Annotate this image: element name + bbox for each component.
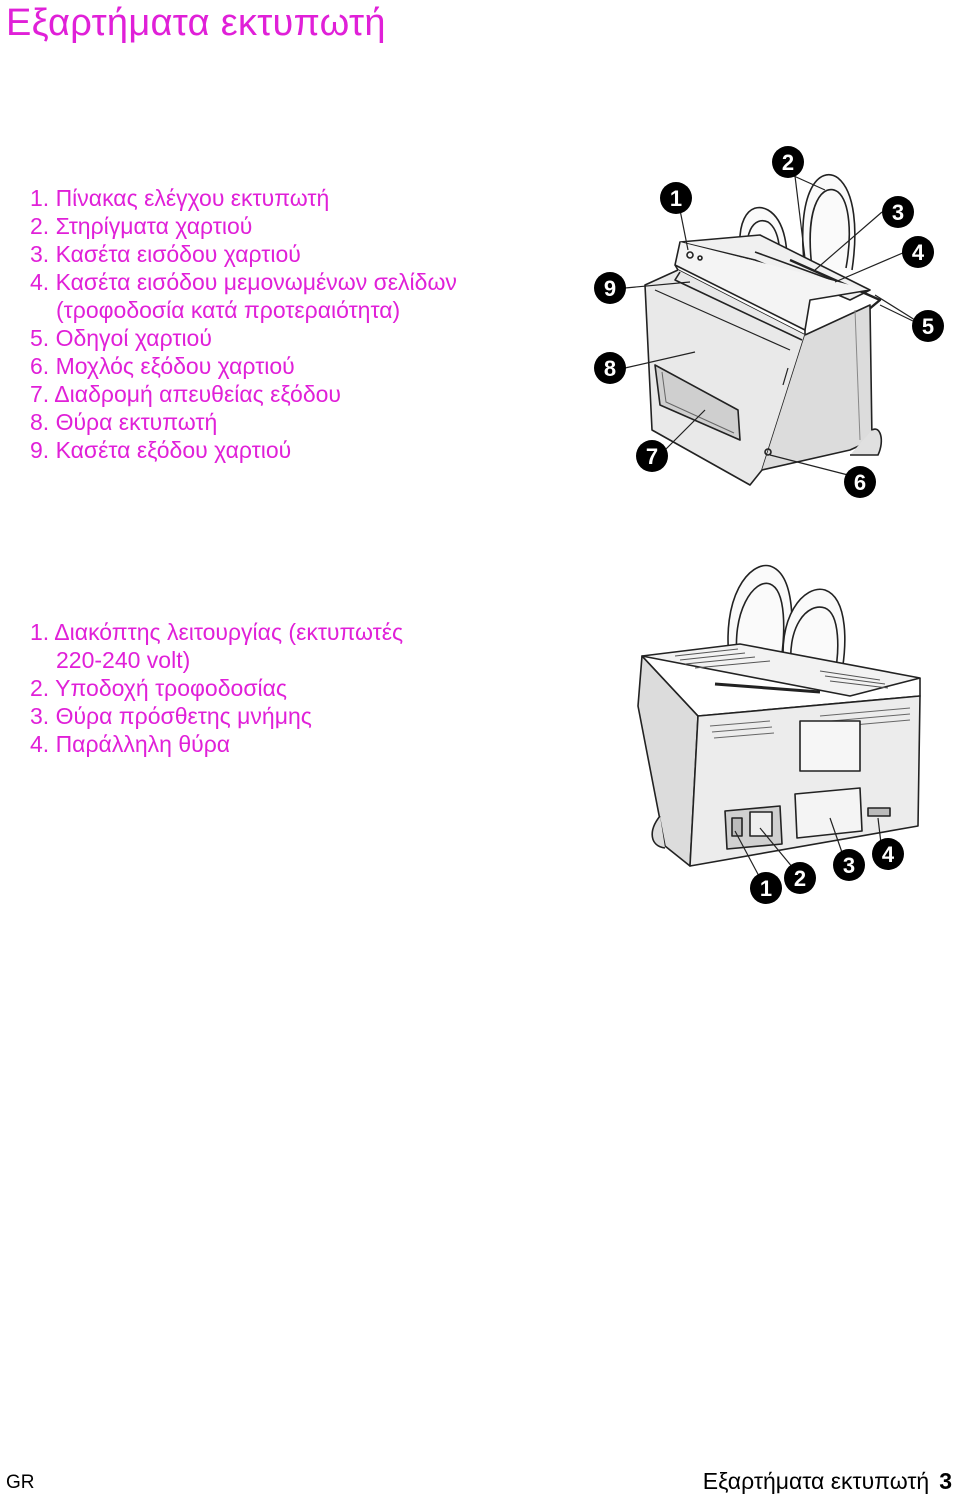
svg-text:5: 5 bbox=[922, 314, 934, 339]
list-item: 9. Κασέτα εξόδου χαρτιού bbox=[30, 437, 292, 463]
footer-section-title: Εξαρτήματα εκτυπωτή bbox=[702, 1468, 930, 1494]
callout-5: 5 bbox=[912, 310, 944, 342]
list-item: 4. Κασέτα εισόδου μεμονωμένων σελίδων bbox=[30, 269, 457, 295]
callout-1: 1 bbox=[660, 182, 692, 214]
svg-text:1: 1 bbox=[670, 186, 682, 211]
callout-2: 2 bbox=[772, 146, 804, 178]
callout-7: 7 bbox=[636, 440, 668, 472]
list-item: 220-240 volt) bbox=[56, 647, 191, 673]
list-item: 8. Θύρα εκτυπωτή bbox=[30, 409, 218, 435]
svg-text:1: 1 bbox=[760, 876, 772, 901]
svg-text:3: 3 bbox=[892, 200, 904, 225]
svg-text:3: 3 bbox=[843, 853, 855, 878]
svg-text:4: 4 bbox=[912, 240, 925, 265]
list-item: 7. Διαδρομή απευθείας εξόδου bbox=[30, 381, 342, 407]
list-item: 3. Θύρα πρόσθετης μνήμης bbox=[30, 703, 312, 729]
footer-section: Εξαρτήματα εκτυπωτή 3 bbox=[703, 1468, 952, 1495]
svg-text:7: 7 bbox=[646, 444, 658, 469]
svg-text:2: 2 bbox=[794, 866, 806, 891]
svg-text:9: 9 bbox=[604, 276, 616, 301]
page-title: Εξαρτήματα εκτυπωτή bbox=[6, 2, 386, 44]
list-item: 2. Στηρίγματα χαρτιού bbox=[30, 213, 253, 239]
page-number: 3 bbox=[939, 1468, 952, 1494]
svg-text:2: 2 bbox=[782, 150, 794, 175]
list-item: 2. Υποδοχή τροφοδοσίας bbox=[30, 675, 288, 701]
list-item: 1. Διακόπτης λειτουργίας (εκτυπωτές bbox=[30, 619, 404, 645]
footer-language: GR bbox=[6, 1472, 35, 1493]
list-item: 3. Κασέτα εισόδου χαρτιού bbox=[30, 241, 301, 267]
list-item: 4. Παράλληλη θύρα bbox=[30, 731, 231, 757]
callout-6: 6 bbox=[844, 466, 876, 498]
svg-text:8: 8 bbox=[604, 356, 616, 381]
callout-4: 4 bbox=[902, 236, 934, 268]
list-item: 1. Πίνακας ελέγχου εκτυπωτή bbox=[30, 185, 330, 211]
list-item: (τροφοδοσία κατά προτεραιότητα) bbox=[56, 297, 401, 323]
svg-text:6: 6 bbox=[854, 470, 866, 495]
callout-2: 2 bbox=[784, 862, 816, 894]
callout-3: 3 bbox=[833, 849, 865, 881]
callout-1: 1 bbox=[750, 872, 782, 904]
list-item: 6. Μοχλός εξόδου χαρτιού bbox=[30, 353, 295, 379]
callout-9: 9 bbox=[594, 272, 626, 304]
list-item: 5. Οδηγοί χαρτιού bbox=[30, 325, 212, 351]
front-printer-illustration: 1 2 34 5 6 7 8 9 bbox=[594, 146, 944, 498]
callout-4: 4 bbox=[872, 838, 904, 870]
callout-8: 8 bbox=[594, 352, 626, 384]
callout-3: 3 bbox=[882, 196, 914, 228]
svg-text:4: 4 bbox=[882, 842, 895, 867]
